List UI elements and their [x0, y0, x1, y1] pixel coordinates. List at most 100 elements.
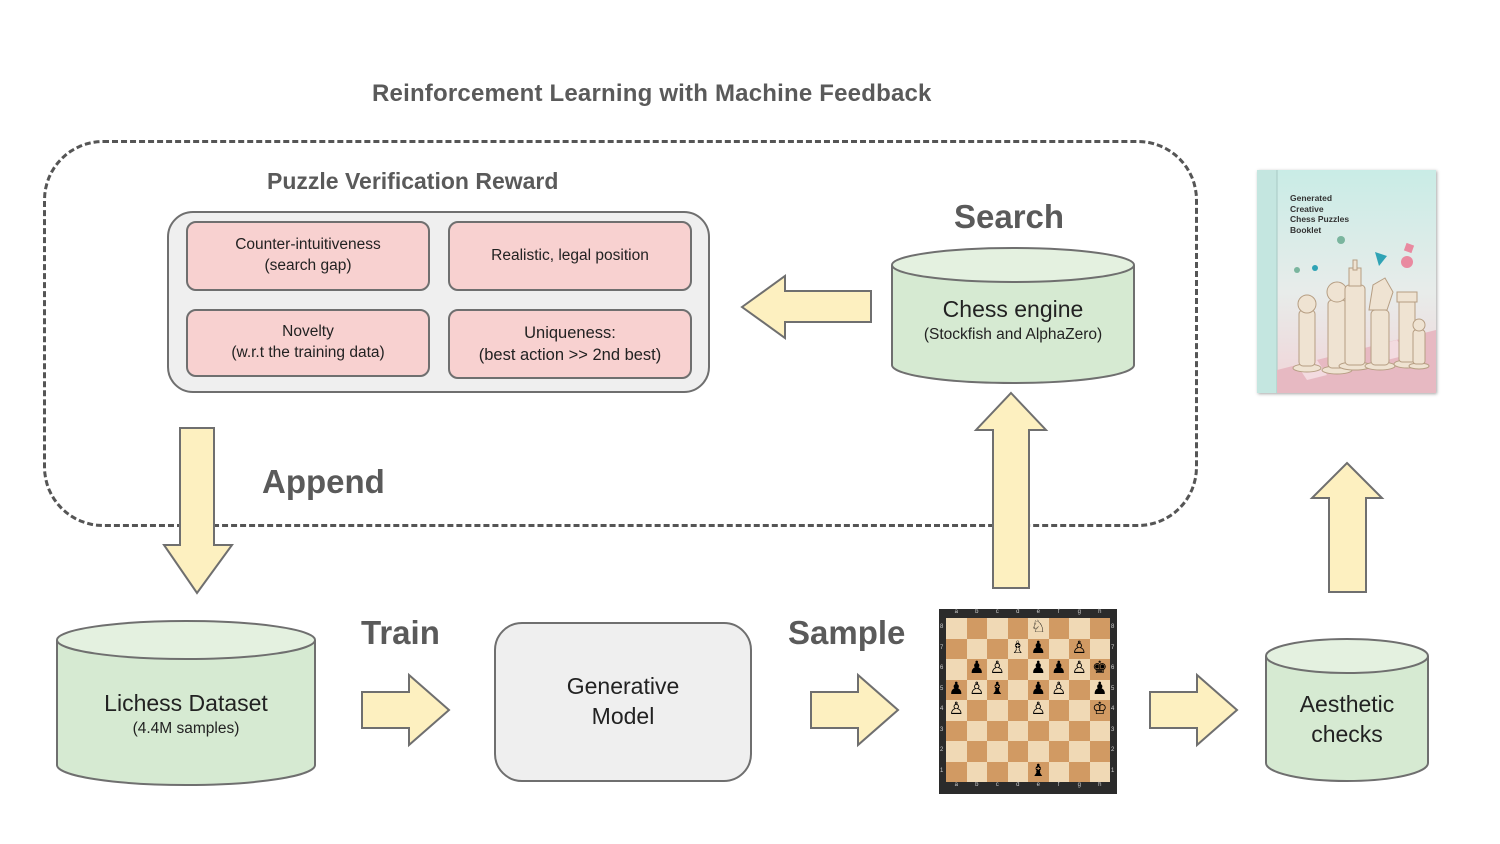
chess-piece: ♟ — [969, 658, 985, 678]
chess-piece: ♙ — [1071, 637, 1087, 658]
board-square — [946, 618, 967, 639]
board-square — [946, 741, 967, 762]
board-rank-label: 8 — [1111, 624, 1115, 630]
chess-engine-subtitle: (Stockfish and AlphaZero) — [923, 326, 1103, 343]
board-rank-label: 6 — [1111, 665, 1115, 671]
board-square — [1007, 659, 1028, 680]
board-rank-label: 2 — [940, 747, 944, 753]
booklet-title: Generated Creative Chess Puzzles Booklet — [1290, 193, 1349, 236]
board-rank-label: 4 — [940, 706, 944, 712]
board-rank-label: 5 — [1111, 685, 1115, 692]
aesthetic-to-booklet-arrow — [1309, 461, 1385, 593]
board-square — [1007, 741, 1028, 762]
board-rank-label: 1 — [940, 767, 944, 774]
aesthetic-checks-cylinder — [1265, 638, 1429, 782]
board-rank-label: 7 — [1111, 644, 1115, 651]
board-square — [987, 761, 1008, 782]
board-square — [987, 618, 1008, 639]
board-file-label: f — [1057, 609, 1060, 615]
booklet-line-3: Chess Puzzles — [1290, 214, 1350, 225]
board-file-label: h — [1098, 782, 1102, 788]
board-square — [966, 720, 987, 741]
board-square — [946, 638, 967, 659]
board-file-label: e — [1036, 782, 1040, 788]
board-square — [1048, 679, 1069, 700]
chess-piece: ♟ — [948, 678, 964, 699]
board-square — [987, 720, 1008, 741]
chess-piece: ♟ — [1030, 658, 1046, 678]
board-file-label: f — [1057, 782, 1060, 788]
puzzle-booklet-cover: Generated Creative Chess Puzzles Booklet — [1257, 170, 1436, 393]
board-file-label: e — [1036, 609, 1040, 615]
board-square — [1069, 741, 1090, 762]
chess-piece: ♝ — [989, 678, 1005, 699]
criterion-realistic-legal: Realistic, legal position — [448, 221, 692, 291]
chess-piece: ♙ — [1051, 678, 1067, 699]
board-file-label: d — [1016, 782, 1020, 788]
board-square — [1089, 720, 1110, 741]
board-square — [987, 638, 1008, 659]
board-square — [1089, 741, 1110, 762]
board-rank-label: 6 — [940, 665, 944, 671]
board-square — [1069, 700, 1090, 721]
board-file-label: h — [1098, 609, 1102, 615]
board-square — [1028, 618, 1049, 639]
board-square — [1007, 618, 1028, 639]
chess-piece: ♙ — [1030, 699, 1046, 719]
board-rank-label: 5 — [940, 685, 944, 692]
append-label: Append — [262, 463, 385, 500]
board-rank-label: 3 — [1111, 726, 1115, 733]
board-square — [1048, 638, 1069, 659]
search-label: Search — [954, 198, 1065, 235]
board-square — [966, 659, 987, 680]
board-rank-label: 2 — [1111, 747, 1115, 753]
board-square — [1028, 679, 1049, 700]
aesthetic-line-2: checks — [1311, 720, 1383, 747]
board-square — [1007, 720, 1028, 741]
board-file-label: g — [1077, 609, 1081, 615]
booklet-line-4: Booklet — [1290, 224, 1322, 235]
board-square — [946, 700, 967, 721]
chess-piece: ♘ — [1030, 617, 1046, 637]
board-square — [966, 618, 987, 639]
board-square — [1028, 700, 1049, 721]
board-square — [1007, 638, 1028, 659]
board-square — [1028, 659, 1049, 680]
board-square — [1069, 679, 1090, 700]
chess-piece: ♙ — [1071, 658, 1087, 678]
chess-piece: ♔ — [1092, 699, 1108, 719]
booklet-line-1: Generated — [1290, 193, 1333, 203]
reward-title: Puzzle Verification Reward — [267, 168, 559, 194]
board-file-label: a — [954, 782, 958, 788]
dataset-title: Lichess Dataset — [104, 690, 268, 716]
chess-piece: ♝ — [1030, 760, 1046, 781]
booklet-illustration — [1257, 170, 1436, 393]
board-rank-label: 7 — [940, 644, 944, 651]
aesthetic-checks-label: Aesthetic checks — [1265, 690, 1429, 750]
chess-piece: ♙ — [989, 658, 1005, 678]
board-square — [946, 659, 967, 680]
board-rank-label: 8 — [940, 624, 944, 630]
board-file-label: a — [954, 609, 958, 615]
board-square — [1028, 761, 1049, 782]
board-square — [1028, 638, 1049, 659]
board-square — [966, 679, 987, 700]
board-square — [1048, 761, 1069, 782]
board-square — [1069, 720, 1090, 741]
board-square — [987, 741, 1008, 762]
chess-piece: ♙ — [948, 699, 964, 719]
board-square — [946, 761, 967, 782]
lichess-dataset-cylinder — [56, 620, 316, 786]
chess-engine-cylinder — [891, 247, 1135, 384]
append-arrow — [162, 427, 234, 595]
chess-piece: ♚ — [1092, 658, 1108, 678]
board-file-label: g — [1077, 782, 1081, 788]
board-rank-label: 1 — [1111, 767, 1115, 774]
board-square — [1069, 638, 1090, 659]
board-square — [987, 679, 1008, 700]
criterion-uniqueness: Uniqueness: (best action >> 2nd best) — [448, 309, 692, 379]
chess-engine-title: Chess engine — [942, 296, 1084, 322]
board-square — [1048, 720, 1069, 741]
board-file-label: c — [995, 609, 999, 615]
